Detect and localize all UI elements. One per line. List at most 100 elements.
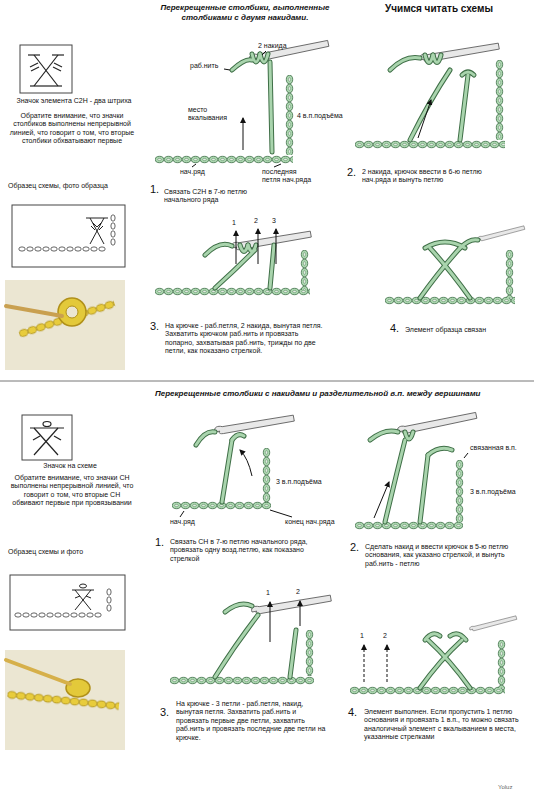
callout-number: 2 [254, 217, 262, 225]
sample-photo-part [6, 306, 62, 316]
step-illustration-part [387, 645, 388, 682]
step-illustration [155, 229, 311, 296]
sample-photo-part [5, 280, 125, 370]
pattern-chart-part-part [90, 218, 104, 244]
step-illustration-part [155, 287, 310, 296]
step-illustration-part [370, 431, 452, 522]
step-illustration-part [155, 155, 293, 164]
pattern-chart-part-part [75, 596, 80, 598]
annotation: 4 в.п.подъёма [297, 112, 345, 120]
pattern-chart-part-part [86, 218, 108, 219]
annotation: 3 в.п.подъёма [470, 488, 530, 496]
annotation: раб.нить [190, 62, 230, 70]
step-illustration-part [240, 450, 252, 476]
stitch-symbol-part [43, 422, 51, 427]
sample-photo-part [6, 660, 70, 684]
callout-number: 1 [232, 219, 240, 227]
pattern-chart-part [86, 218, 108, 244]
step-illustration-part [270, 602, 271, 642]
stitch-symbol-part [33, 436, 40, 440]
pattern-chart-part-part [97, 223, 101, 227]
pattern-chart-part [72, 584, 94, 610]
step-illustration-part [397, 411, 477, 435]
step-text: На крючке - 3 петли - раб.петля, накид, … [176, 700, 331, 742]
stitch-symbol-part [34, 428, 58, 455]
step-number: 3. [160, 706, 174, 719]
step-illustration-part [180, 511, 184, 517]
step-illustration [385, 225, 525, 305]
annotation: последняя петля нач.ряда [262, 168, 312, 185]
stitch-symbol-part [34, 55, 58, 86]
pattern-chart-part-part [75, 590, 91, 610]
step-number: 1. [150, 183, 164, 196]
pattern-chart-part-part [93, 223, 97, 227]
annotation: нач.ряд [180, 168, 220, 176]
step-text: 2 накида, крючок ввести в 6-ю петлю нач.… [362, 168, 512, 185]
step-illustration [355, 41, 505, 149]
stitch-symbol-part [20, 45, 72, 93]
step-illustration-part [270, 510, 292, 517]
step-illustration-part [370, 431, 452, 522]
step-illustration-part [420, 634, 470, 688]
pattern-chart-part [14, 612, 102, 618]
stitch-symbol-part [30, 63, 38, 67]
step-illustration-part [455, 460, 464, 522]
step-illustration [355, 411, 477, 530]
pattern-chart [12, 205, 125, 267]
annotation: 3 в.п.подъёма [276, 478, 326, 486]
page-title: Учимся читать схемы [385, 3, 530, 15]
step-illustration-part [300, 601, 301, 626]
step-illustration-part [364, 645, 365, 682]
watermark: Yoluz [498, 784, 528, 791]
section-title: Перекрещенные столбики, выполненные стол… [140, 3, 350, 22]
step-illustration-part [262, 51, 266, 55]
step-illustration [170, 593, 331, 685]
step-illustration-part [215, 604, 296, 677]
pattern-chart-part-part [75, 590, 91, 610]
annotation: связанная в.п. [470, 444, 530, 452]
step-illustration-part [464, 453, 468, 458]
stitch-symbol-part [30, 85, 62, 86]
symbol-caption: Значок элемента С2Н - два штриха [14, 97, 134, 105]
step-illustration-part [418, 100, 431, 138]
sample-photo-part [5, 650, 125, 750]
section-divider [0, 381, 534, 382]
step-illustration-part [390, 55, 474, 140]
step-illustration-part [258, 229, 259, 264]
step-illustration-part [205, 244, 274, 288]
pattern-chart-part [10, 575, 125, 630]
stitch-symbol-part [54, 436, 61, 440]
pattern-chart-part-part [91, 226, 95, 230]
step-illustration-part [224, 69, 230, 70]
step-illustration-part [262, 448, 271, 503]
pattern-chart-part-part [99, 226, 103, 230]
step-illustration-part [285, 75, 294, 155]
stitch-symbol-part [34, 55, 58, 86]
step-illustration-part [196, 432, 244, 502]
step-illustration-part [274, 164, 281, 167]
step-text: Элемент выполнен. Если пропустить 1 петл… [364, 708, 524, 742]
step-text: Связать СН в 7-ю петлю начального ряда, … [170, 538, 330, 563]
step-illustration-part [374, 482, 389, 518]
pattern-chart-part [18, 246, 106, 252]
callout-number: 2 [383, 632, 391, 640]
annotation: 2 накида [258, 42, 298, 50]
step-illustration-part [497, 640, 506, 688]
step-illustration-part [236, 231, 237, 264]
step-text: На крючке - раб.петля, 2 накида, вынутая… [165, 322, 325, 356]
pattern-chart [10, 575, 125, 630]
sample-photo-part [58, 298, 86, 326]
step-illustration-part [505, 250, 514, 298]
pattern-chart-part [106, 588, 112, 612]
step-text: Элемент образца связан [405, 326, 515, 334]
step-illustration-part [232, 54, 272, 152]
stitch-symbol-part [34, 428, 58, 455]
symbol-caption: Значок на схеме [20, 462, 120, 470]
step-illustration-part [205, 244, 274, 288]
step-illustration-part [420, 240, 478, 298]
stitch-symbol-part [31, 67, 39, 71]
step-illustration-part [192, 164, 196, 167]
step-illustration-part [305, 630, 314, 676]
stitch-symbol [22, 415, 72, 460]
pattern-chart-part-part [80, 584, 87, 588]
